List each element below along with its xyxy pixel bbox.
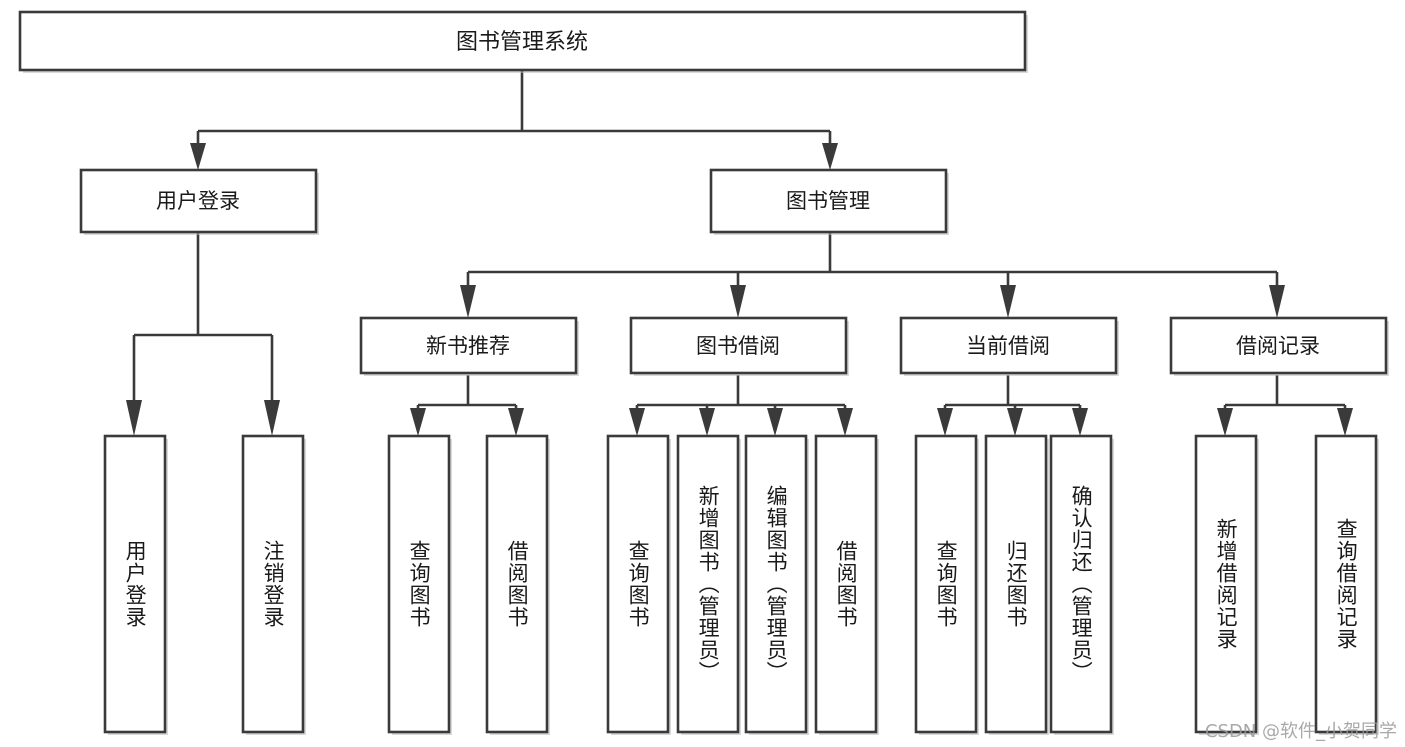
node-book-manage-box[interactable] (709, 168, 948, 234)
node-current-borrow-box[interactable] (899, 316, 1118, 375)
node-book-borrow[interactable]: 图书借阅 (629, 316, 849, 376)
node-borrow-record-box[interactable] (1169, 316, 1388, 375)
connectors-current-borrow-to-leaves (937, 375, 1088, 436)
leaf-boxes-borrow-record (1194, 434, 1379, 735)
connectors-root-to-level2 (190, 71, 838, 170)
connectors-book-borrow-to-leaves (629, 375, 853, 436)
arrowhead-bb-l3 (767, 408, 783, 436)
node-user-login-label: 用户登录 (156, 189, 240, 213)
arrowhead-cb-l3 (1072, 408, 1088, 436)
node-book-manage[interactable]: 图书管理 (709, 168, 949, 235)
connectors-borrow-record-to-leaves (1217, 375, 1353, 436)
leaf-boxes-current-borrow (914, 434, 1114, 735)
leaf-box-br-1[interactable] (1194, 434, 1258, 734)
node-book-borrow-box[interactable] (629, 316, 848, 375)
arrowhead-bb-l2 (699, 408, 715, 436)
leaf-box-bb-2[interactable] (676, 434, 740, 734)
leaf-box-cb-1[interactable] (914, 434, 978, 734)
node-new-book-label: 新书推荐 (426, 334, 510, 358)
arrowhead-new-book (460, 285, 476, 318)
arrowhead-nb-l1 (410, 408, 426, 436)
leaf-box-br-2[interactable] (1314, 434, 1378, 734)
arrowhead-cb-l2 (1007, 408, 1023, 436)
leaf-box-ul-1[interactable] (103, 434, 167, 734)
node-root[interactable]: 图书管理系统 (18, 10, 1028, 73)
arrowhead-current-borrow (1000, 285, 1016, 318)
arrowhead-user-login (190, 143, 206, 170)
arrowhead-book-borrow (730, 285, 746, 318)
node-new-book-recommend[interactable]: 新书推荐 (359, 316, 579, 376)
node-current-borrow-label: 当前借阅 (966, 334, 1050, 358)
node-user-login[interactable]: 用户登录 (79, 168, 319, 235)
arrowhead-bb-l4 (837, 408, 853, 436)
arrowhead-nb-l2 (508, 408, 524, 436)
connectors-new-book-to-leaves (410, 375, 524, 436)
arrowhead-book-manage (822, 143, 838, 170)
node-current-borrow[interactable]: 当前借阅 (899, 316, 1119, 376)
node-borrow-record-label: 借阅记录 (1236, 334, 1320, 358)
node-user-login-box[interactable] (79, 168, 318, 234)
leaf-box-cb-3[interactable] (1049, 434, 1113, 734)
arrowhead-ul-leaf1 (126, 400, 142, 436)
arrowhead-br-l2 (1337, 408, 1353, 436)
node-borrow-record[interactable]: 借阅记录 (1169, 316, 1389, 376)
leaf-boxes-user-login (103, 434, 306, 735)
leaf-box-bb-4[interactable] (814, 434, 878, 734)
node-book-borrow-label: 图书借阅 (696, 334, 780, 358)
leaf-box-nb-1[interactable] (387, 434, 451, 734)
node-book-manage-label: 图书管理 (786, 189, 870, 213)
leaf-box-nb-2[interactable] (485, 434, 549, 734)
leaf-boxes-book-borrow (606, 434, 879, 735)
connectors-book-manage-to-level3 (460, 233, 1285, 318)
leaf-box-bb-3[interactable] (744, 434, 808, 734)
leaf-box-cb-2[interactable] (984, 434, 1048, 734)
arrowhead-ul-leaf2 (264, 400, 280, 436)
leaf-boxes-new-book-recommend (387, 434, 550, 735)
node-root-box[interactable] (18, 10, 1027, 72)
node-new-book-box[interactable] (359, 316, 578, 375)
connectors-user-login-to-leaves (126, 233, 280, 436)
arrowhead-br-l1 (1217, 408, 1233, 436)
arrowhead-borrow-record (1269, 285, 1285, 318)
node-root-label: 图书管理系统 (456, 30, 588, 55)
leaf-box-ul-2[interactable] (241, 434, 305, 734)
arrowhead-bb-l1 (629, 408, 645, 436)
arrowhead-cb-l1 (937, 408, 953, 436)
leaf-box-bb-1[interactable] (606, 434, 670, 734)
